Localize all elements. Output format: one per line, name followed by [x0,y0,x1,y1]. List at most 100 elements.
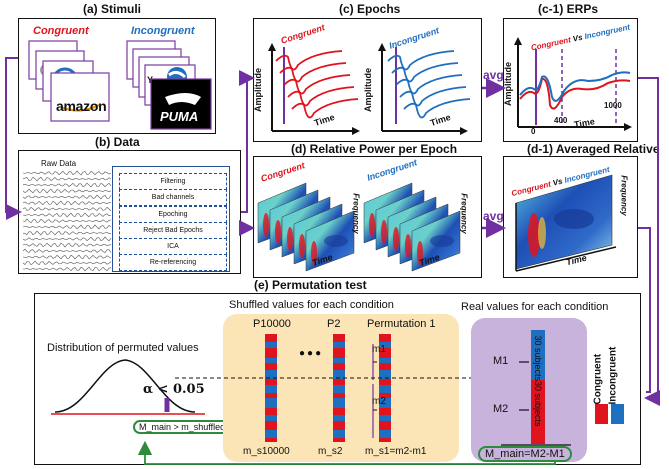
m-s10000-label: m_s10000 [243,446,290,457]
m1-label: m1 [372,344,386,355]
congruent-epoch-traces [275,50,359,119]
erp-congruent-trace [519,77,631,110]
congruent-card-stack [28,40,110,122]
power-hotspot [299,234,305,258]
shuffled-segment [379,408,391,415]
shuffled-segment [265,398,277,408]
raw-eeg-traces [23,170,112,272]
shuffled-segment [333,438,345,442]
eeg-trace [23,212,111,218]
step-re-referencing: Re-referencing [119,254,227,271]
power-hotspot [287,227,293,251]
erp-tick-1000: 1000 [604,101,622,110]
power-hotspot [263,213,269,237]
eeg-trace [23,188,112,194]
eeg-trace [23,260,112,266]
congruent-epoch-axes [268,43,360,135]
relpower-title: (d) Relative Power per Epoch [291,142,458,156]
shuffled-segment [265,421,277,430]
relpower-panel: Congruent Incongruent Frequency Frequenc… [253,156,482,278]
legend-congruent: Congruent [592,353,604,405]
M2-label: M2 [493,403,509,415]
power-hotspot [405,234,411,258]
shuffled-segment [265,385,277,393]
erp-tick-0: 0 [531,127,536,136]
power-coldspot [324,235,348,247]
data-panel: Raw Data Filtering Bad channels Epoching… [18,150,241,274]
stimuli-panel: Congruent Incongruent Y amazon PUMA [18,18,216,134]
shuffled-segment [379,415,391,421]
shuffled-segment [265,408,277,415]
shuffled-segment [379,370,391,379]
m-s2-label: m_s2 [318,446,343,457]
eeg-trace [23,224,112,230]
permutation1-label: Permutation 1 [367,318,436,330]
avg-label-erp: avg [483,68,504,82]
step-bad-channels: Bad channels [119,189,227,206]
eeg-trace [23,266,112,272]
data-title: (b) Data [95,135,140,149]
shuffled-segment [265,415,277,421]
avgpower-title-line1: (d-1) Averaged Relative [527,142,660,156]
subjects-label: 30 subjects30 subjects [533,335,543,427]
power-hotspot [417,241,423,265]
shuffled-segment [265,379,277,385]
permutation-panel: Distribution of permuted values α < 0.05… [34,293,641,465]
raw-data-label: Raw Data [41,159,77,168]
avg-label-power: avg [483,209,504,223]
real-bars [501,330,571,446]
erp-plot [514,37,632,131]
eeg-trace [23,170,112,176]
congruent-power-stack [257,182,355,272]
stimuli-congruent-label: Congruent [33,25,89,37]
m2-label: m2 [372,396,386,407]
erps-panel: Congruent Vs Incongruent Amplitude Time … [503,18,638,142]
eeg-trace [23,248,112,254]
alpha-label: α < 0.05 [143,382,205,397]
shuffled-segment [379,358,391,363]
shuffled-segment [265,370,277,379]
incongruent-epoch-traces [387,50,471,119]
shuffled-segment [265,342,277,348]
shuffled-segment [265,393,277,398]
shuffled-segment [333,358,345,363]
incongruent-epoch-axes [378,43,468,135]
power-hotspot [311,241,317,265]
legend-incongruent: Incongruent [607,346,619,405]
shuffled-segment [379,342,391,348]
shuffled-segment [265,438,277,442]
eeg-trace [23,176,112,182]
eeg-trace [23,206,112,212]
feedback-arrow [137,440,556,465]
eeg-trace [23,242,112,248]
p2-label: P2 [327,318,341,330]
power-hotspot [369,213,375,237]
shuffled-segment [379,363,391,370]
shuffled-segment [265,358,277,363]
permutation-title: (e) Permutation test [254,278,367,292]
relpower-heatmaps [257,182,461,272]
stimuli-incongruent-label: Incongruent [131,25,195,37]
stimuli-cards: Y [28,40,212,130]
power-hotspot [393,227,399,251]
erps-title: (c-1) ERPs [538,2,599,16]
eeg-trace [23,182,112,188]
m-s1-label: m_s1=m2-m1 [365,446,427,457]
power-hotspot [275,220,281,244]
puma-logo-text: PUMA [160,109,199,124]
shuffled-segment [333,415,345,421]
shuffled-segment [333,363,345,370]
m-main-label: M_main=M2-M1 [478,446,572,462]
amazon-logo-text: amazon [56,98,107,114]
eeg-trace [23,200,111,206]
shuffled-segment [333,370,345,379]
shuffled-segment [379,348,391,358]
m-main-compare-text: M_main > m_shuffled [133,420,232,434]
shuffled-bars [265,334,391,442]
shuffled-segment [333,398,345,408]
avgpower-panel: Congruent Vs Incongruent Frequency Time [503,156,638,278]
shuffled-segment [265,348,277,358]
preprocessing-box: Filtering Bad channels Epoching Reject B… [112,166,230,272]
epochs-title: (c) Epochs [339,2,401,16]
